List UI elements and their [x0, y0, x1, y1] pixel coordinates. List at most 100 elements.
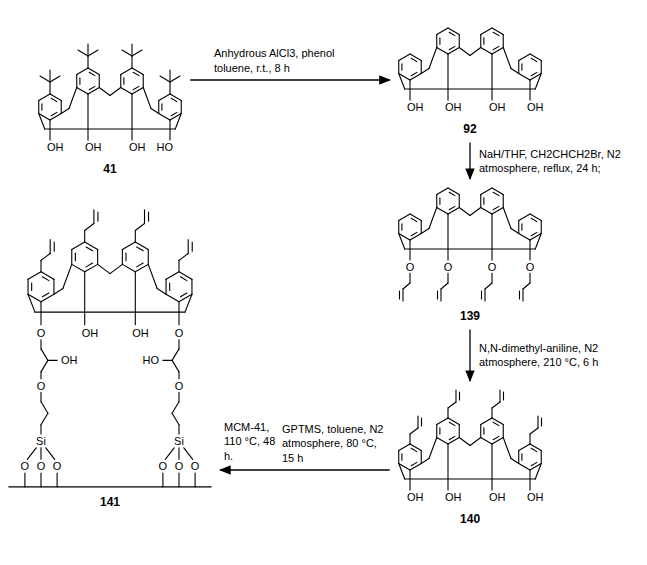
atom-label: OH	[128, 142, 147, 153]
bond	[85, 224, 94, 231]
bond	[411, 218, 417, 221]
bond	[28, 272, 41, 279]
bond	[77, 88, 88, 95]
bond	[410, 74, 421, 81]
bond	[492, 188, 503, 195]
bond	[50, 114, 61, 121]
bond	[121, 68, 132, 75]
bond	[39, 94, 50, 101]
bond	[49, 82, 50, 94]
bond	[179, 253, 188, 260]
bond	[409, 80, 410, 100]
bond	[53, 279, 54, 294]
atom-label: HO	[142, 355, 161, 366]
bond	[439, 198, 440, 205]
bond	[448, 402, 456, 408]
bond	[531, 448, 537, 451]
bond	[529, 470, 530, 490]
bond	[481, 438, 492, 445]
bond	[448, 188, 459, 195]
bond	[77, 68, 88, 75]
atom-label: OH	[131, 327, 150, 338]
bond	[148, 264, 157, 288]
bond	[169, 120, 170, 140]
bond	[399, 214, 410, 221]
bond	[402, 289, 403, 301]
bond	[133, 86, 139, 89]
bond	[166, 294, 179, 301]
atom-label: O	[443, 262, 454, 273]
bond	[519, 234, 530, 241]
bond	[481, 28, 492, 35]
bond	[417, 416, 418, 428]
bond	[122, 249, 123, 264]
bond	[436, 195, 437, 208]
bond	[480, 425, 481, 438]
bond	[541, 418, 542, 426]
compound: 92	[393, 22, 548, 140]
bond	[523, 283, 530, 289]
atom-label: OH	[444, 102, 463, 113]
bond	[41, 349, 48, 361]
bond	[87, 44, 88, 56]
bond	[405, 478, 536, 479]
bond	[50, 240, 51, 254]
bond	[530, 444, 541, 451]
bond	[449, 32, 455, 35]
bond	[493, 422, 499, 425]
bond	[171, 98, 177, 101]
bond	[503, 392, 504, 400]
bond	[172, 413, 179, 425]
bond	[437, 208, 448, 215]
bond	[9, 486, 211, 487]
bond	[519, 214, 530, 221]
bond	[492, 28, 503, 35]
bond	[99, 88, 110, 96]
bond	[399, 234, 405, 250]
bond	[135, 242, 148, 249]
bond	[511, 459, 519, 464]
bond	[175, 114, 181, 130]
bond	[503, 48, 511, 69]
bond	[398, 451, 399, 464]
bond	[49, 70, 50, 82]
bond	[411, 232, 417, 235]
bond	[493, 32, 499, 35]
bond	[178, 473, 179, 487]
bond	[410, 464, 421, 471]
bond	[437, 28, 448, 35]
bond	[178, 340, 179, 349]
bond	[137, 263, 144, 267]
bond	[481, 208, 492, 215]
atom-label: O	[36, 327, 47, 338]
bond	[51, 112, 57, 115]
bond	[98, 264, 110, 273]
bond	[27, 448, 36, 460]
bond	[493, 436, 499, 439]
bond	[481, 418, 492, 425]
atom-label: OH	[406, 102, 425, 113]
bond	[403, 283, 410, 289]
bond	[531, 462, 537, 465]
bond	[88, 68, 99, 75]
bond	[76, 75, 77, 88]
atom-label: O	[158, 461, 169, 472]
bond	[448, 48, 459, 55]
bond	[405, 248, 536, 249]
atom-label: O	[36, 461, 47, 472]
bond	[421, 418, 422, 426]
bond	[521, 454, 522, 461]
bond	[503, 208, 511, 229]
bond	[169, 82, 170, 94]
reaction-arrow	[190, 79, 389, 80]
bond	[492, 208, 503, 215]
bond	[411, 58, 417, 61]
bond	[28, 294, 35, 312]
bond	[121, 88, 132, 95]
bond	[41, 104, 42, 111]
bond	[41, 253, 50, 260]
bond	[135, 264, 148, 271]
atom-label: OH	[488, 102, 507, 113]
bond	[519, 444, 530, 451]
bond	[39, 114, 45, 130]
